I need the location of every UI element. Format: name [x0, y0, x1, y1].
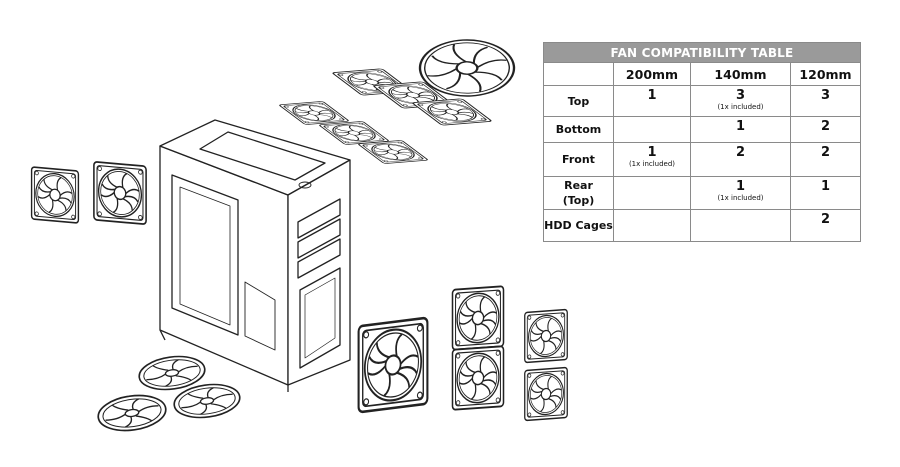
row-label-rear-top: Rear(Top) — [543, 176, 614, 210]
column-header-200mm: 200mm — [613, 62, 691, 86]
column-header-140mm: 140mm — [690, 62, 791, 86]
fan-icon — [93, 160, 147, 226]
fan-icon — [318, 120, 390, 146]
table-cell: 1 — [790, 176, 861, 210]
table-cell: 2 — [690, 142, 791, 177]
table-title: FAN COMPATIBILITY TABLE — [543, 42, 861, 63]
fan-icon — [95, 390, 169, 436]
table-cell: 3(1x included) — [690, 85, 791, 117]
fan-icon — [357, 139, 429, 165]
table-cell: 2 — [790, 209, 861, 242]
table-cell: 3 — [790, 85, 861, 117]
table-cell: 1(1x included) — [690, 176, 791, 210]
column-header-120mm: 120mm — [790, 62, 861, 86]
fan-icon — [523, 308, 569, 364]
pc-case-icon — [159, 119, 351, 392]
table-cell — [613, 116, 691, 143]
table-cell: 2 — [790, 142, 861, 177]
table-cell — [613, 176, 691, 210]
fan-icon — [357, 316, 429, 414]
fan-icon — [451, 285, 505, 351]
table-row: Top 1 3(1x included) 3 — [543, 85, 861, 117]
fan-icon — [411, 97, 493, 127]
table-row: Front 1(1x included) 2 2 — [543, 142, 861, 177]
table-cell — [690, 209, 791, 242]
table-row: Bottom 1 2 — [543, 116, 861, 143]
table-row: HDD Cages 2 — [543, 209, 861, 242]
table-cell: 2 — [790, 116, 861, 143]
row-label-bottom: Bottom — [543, 116, 614, 143]
table-cell: 1 — [613, 85, 691, 117]
table-cell: 1(1x included) — [613, 142, 691, 177]
column-header-blank — [543, 62, 614, 86]
table-row: Rear(Top) 1(1x included) 1 — [543, 176, 861, 210]
fan-icon — [278, 100, 350, 126]
fan-icon — [523, 366, 569, 422]
table-cell: 1 — [690, 116, 791, 143]
fan-compatibility-table: FAN COMPATIBILITY TABLE 200mm 140mm 120m… — [543, 42, 861, 242]
fan-icon — [451, 345, 505, 411]
row-label-front: Front — [543, 142, 614, 177]
row-label-top: Top — [543, 85, 614, 117]
fan-icon — [30, 166, 80, 224]
table-cell — [613, 209, 691, 242]
column-header-row: 200mm 140mm 120mm — [543, 62, 861, 86]
row-label-hdd-cages: HDD Cages — [543, 209, 614, 242]
